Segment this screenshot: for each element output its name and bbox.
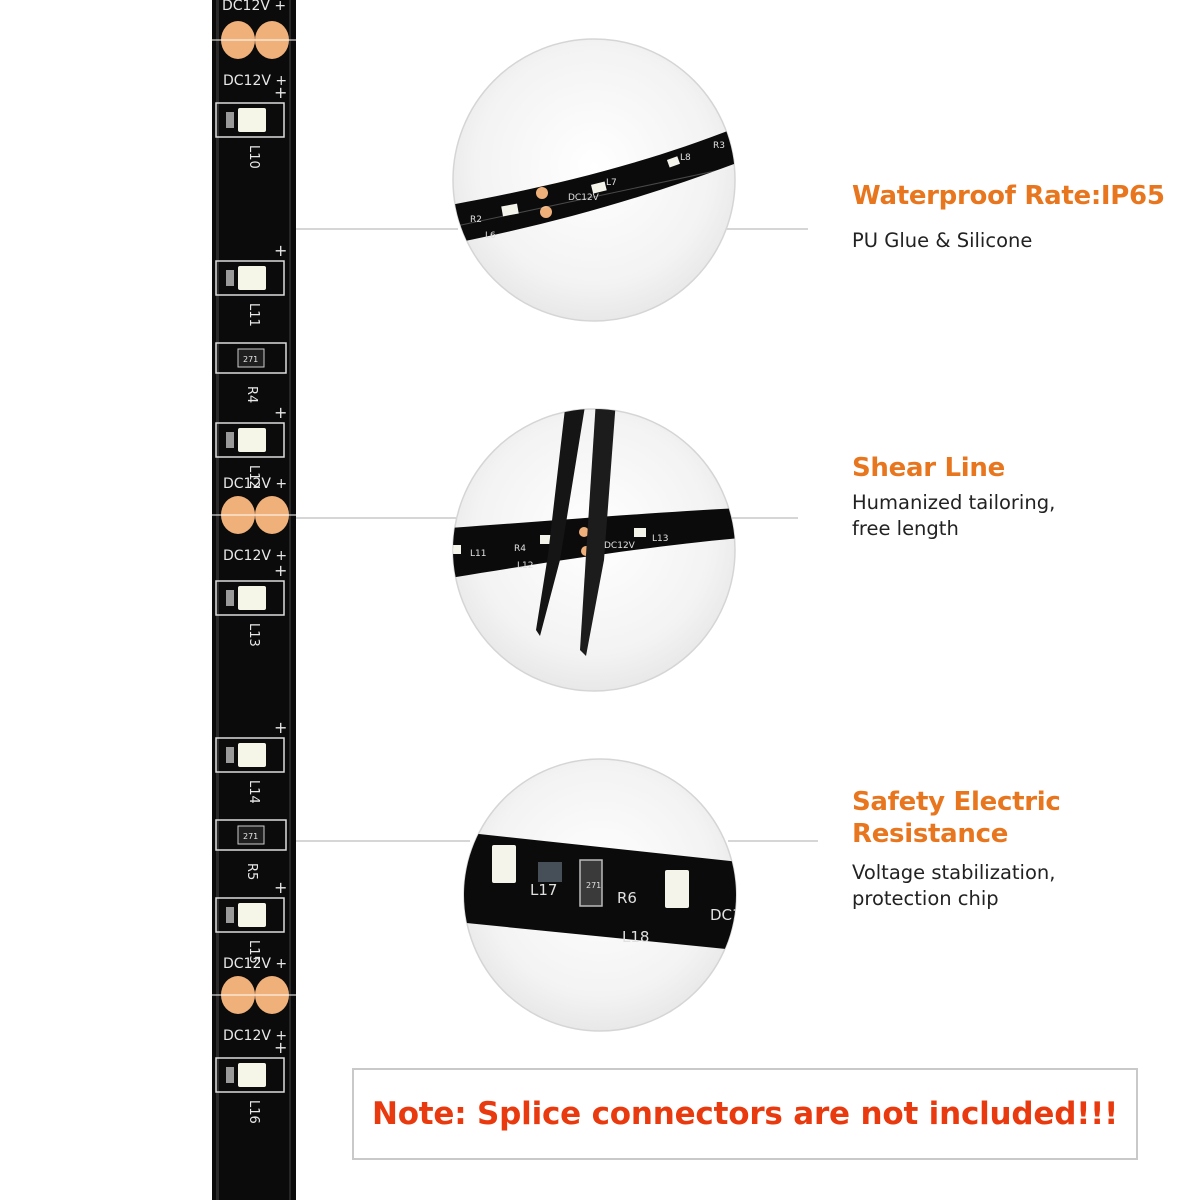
led-label: L11 [246, 303, 261, 327]
feature-title-line: Safety Electric [852, 787, 1061, 817]
feature-title-resistance: Safety Electric Resistance [852, 786, 1061, 850]
closeup-label: L6 [485, 231, 496, 241]
led-outline [215, 422, 285, 458]
callout-lines [268, 228, 818, 842]
closeup-label: DC12V [568, 193, 600, 203]
feature-desc-shear: Humanized tailoring, free length [852, 490, 1055, 542]
resistor-label: R5 [244, 863, 259, 880]
led-outline [215, 897, 285, 933]
led-label: L14 [246, 780, 261, 804]
feature-desc-line: free length [852, 517, 959, 540]
resistor-code: 271 [243, 355, 258, 364]
led-outline [215, 1057, 285, 1093]
led-chip [238, 266, 266, 290]
closeup-label: L11 [470, 549, 486, 559]
closeup-label: L8 [680, 153, 691, 163]
led-outline [215, 580, 285, 616]
strip-marking: DC12V + [223, 956, 287, 972]
polarity-mark: + [274, 1038, 287, 1057]
led-outline [215, 102, 285, 138]
led-label: L15 [246, 940, 261, 964]
feature-desc-line: protection chip [852, 887, 999, 910]
note-text: Note: Splice connectors are not included… [371, 1096, 1119, 1132]
led-chip [238, 743, 266, 767]
strip-marking: DC12V + [223, 1028, 287, 1044]
closeup-label: R6 [617, 889, 637, 907]
led-chip [238, 1063, 266, 1087]
feature-desc-waterproof: PU Glue & Silicone [852, 228, 1032, 254]
feature-title-waterproof: Waterproof Rate:IP65 [852, 180, 1165, 212]
polarity-mark: + [274, 561, 287, 580]
feature-title-line: Resistance [852, 819, 1009, 849]
feature-title-line: Shear Line [852, 453, 1005, 483]
closeup-label: L7 [606, 178, 617, 188]
led-label: L10 [246, 145, 261, 169]
closeup-shear [452, 408, 736, 692]
led-outline [215, 737, 285, 773]
strip-marking: DC12V + [223, 548, 287, 564]
closeup-label: L13 [652, 534, 668, 544]
closeup-label: L12 [517, 561, 533, 571]
closeup-label: R3 [713, 141, 725, 151]
feature-desc-line: Humanized tailoring, [852, 491, 1056, 514]
led-label: L12 [246, 465, 261, 489]
led-label: L13 [246, 623, 261, 647]
resistor-chip [237, 825, 265, 845]
led-chip [238, 586, 266, 610]
closeup-label: DC12V [710, 906, 762, 924]
feature-desc-resistance: Voltage stabilization, protection chip [852, 860, 1055, 912]
polarity-mark: + [274, 241, 287, 260]
closeup-resistance [463, 758, 737, 1032]
led-chip [238, 108, 266, 132]
resistor-chip [237, 348, 265, 368]
polarity-mark: + [274, 718, 287, 737]
led-contact [226, 1067, 234, 1083]
led-chip [238, 903, 266, 927]
feature-desc-line: PU Glue & Silicone [852, 229, 1033, 252]
led-contact [226, 747, 234, 763]
strip-components: DC12V + DC12V + DC12V + DC12V + DC12V + DC12V… [212, 0, 296, 1124]
resistor-outline [215, 342, 287, 374]
feature-title-line: Waterproof Rate:IP65 [852, 181, 1165, 211]
led-contact [226, 270, 234, 286]
closeup-label: 271 [586, 881, 601, 890]
led-chip [238, 428, 266, 452]
strip-marking: DC12V + [223, 73, 287, 89]
strip-marking: DC12V + [223, 476, 287, 492]
led-contact [226, 112, 234, 128]
polarity-mark: + [274, 83, 287, 102]
closeup-label: R2 [470, 215, 482, 225]
closeup-label: L18 [622, 928, 649, 946]
closeup-label: DC12V [604, 541, 636, 551]
led-label: L16 [246, 1100, 261, 1124]
resistor-code: 271 [243, 832, 258, 841]
closeup-label: R4 [514, 544, 526, 554]
led-contact [226, 432, 234, 448]
led-contact [226, 907, 234, 923]
closeup-waterproof [452, 38, 736, 322]
feature-title-shear: Shear Line [852, 452, 1005, 484]
resistor-label: R4 [244, 386, 259, 403]
resistor-outline [215, 819, 287, 851]
polarity-mark: + [274, 878, 287, 897]
led-outline [215, 260, 285, 296]
feature-desc-line: Voltage stabilization, [852, 861, 1056, 884]
led-contact [226, 590, 234, 606]
note-box: Note: Splice connectors are not included… [352, 1068, 1138, 1160]
strip-marking: DC12V + [222, 0, 286, 14]
closeup-label: L17 [530, 881, 557, 899]
polarity-mark: + [274, 403, 287, 422]
